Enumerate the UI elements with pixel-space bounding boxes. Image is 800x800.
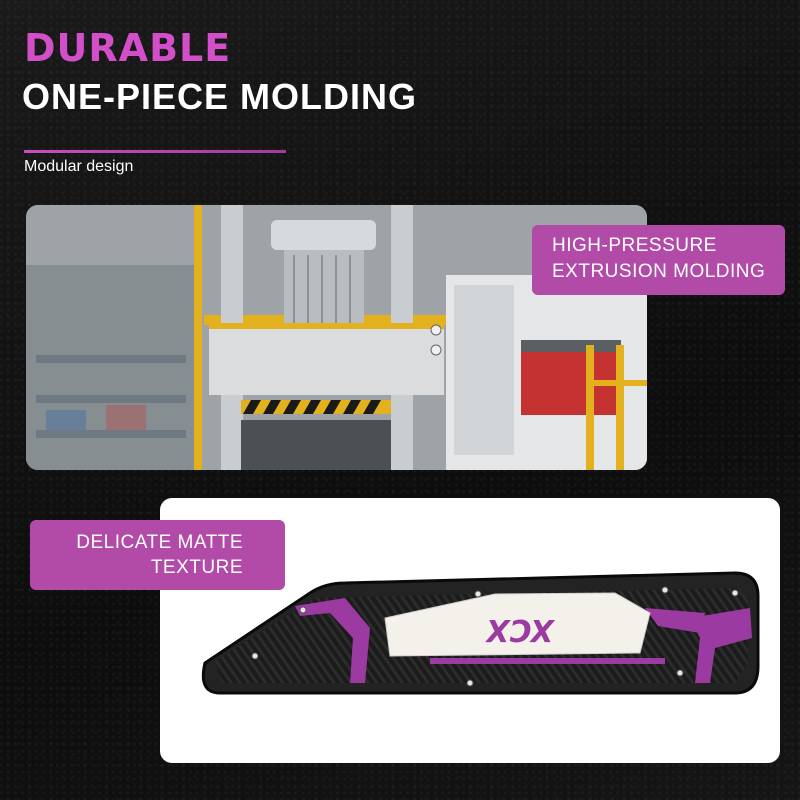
headline-accent: DURABLE: [24, 26, 232, 70]
pressure-callout: HIGH-PRESSURE EXTRUSION MOLDING: [532, 225, 785, 295]
texture-callout-line1: DELICATE MATTE: [76, 532, 243, 553]
subtitle: Modular design: [24, 158, 134, 175]
mat-logo-text: XCX: [485, 612, 556, 647]
floor-mat-image: XCX: [201, 571, 760, 695]
texture-callout: DELICATE MATTE TEXTURE: [30, 520, 285, 590]
headline-main: ONE-PIECE MOLDING: [22, 76, 418, 117]
pressure-callout-line2: EXTRUSION MOLDING: [552, 261, 766, 282]
pressure-callout-line1: HIGH-PRESSURE: [552, 235, 717, 256]
title-divider: [24, 150, 286, 153]
texture-callout-line2: TEXTURE: [150, 557, 243, 578]
